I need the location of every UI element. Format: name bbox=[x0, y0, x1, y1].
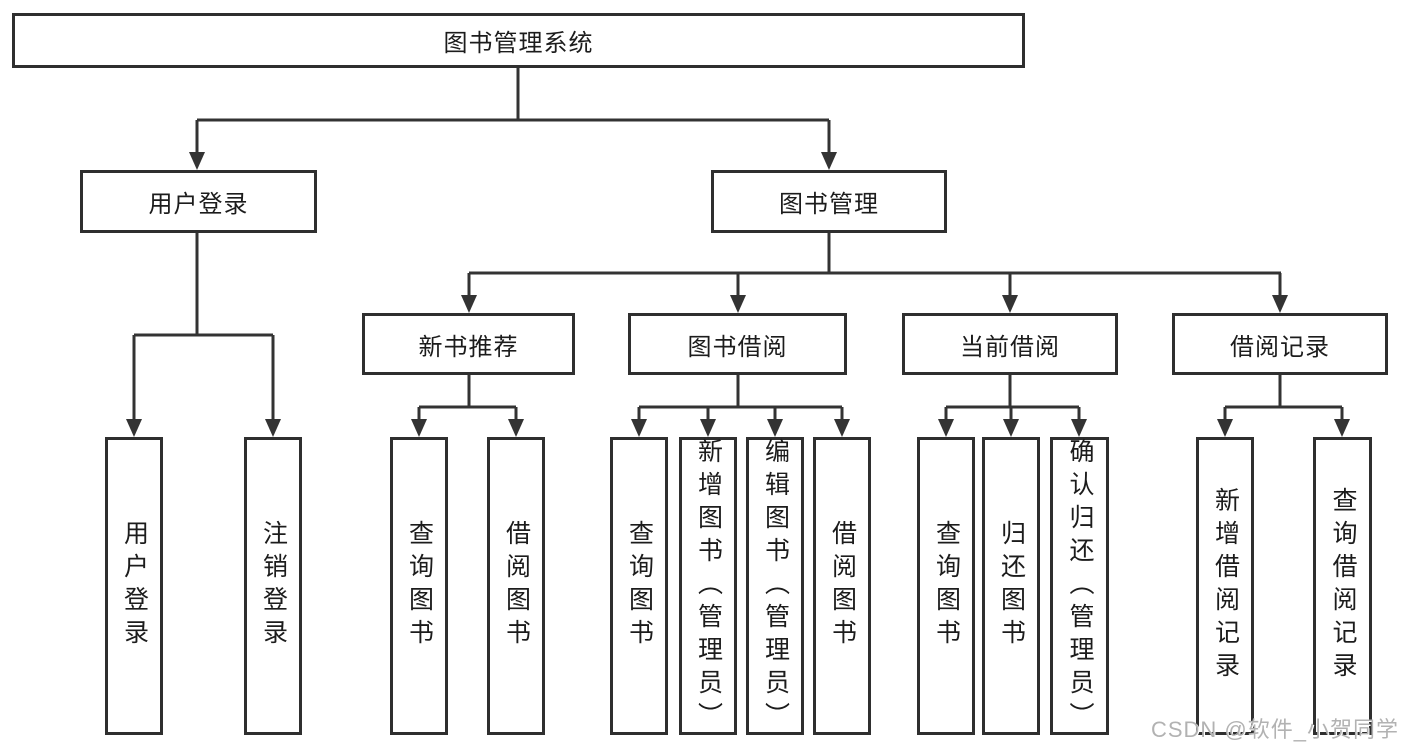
node-root: 图书管理系统 bbox=[12, 13, 1025, 68]
node-book-management: 图书管理 bbox=[711, 170, 947, 233]
arrowheads bbox=[126, 152, 1350, 437]
leaf-add-borrow-record: 新增借阅记录 bbox=[1196, 437, 1254, 735]
leaf-user-login: 用户登录 bbox=[105, 437, 163, 735]
leaf-add-book-admin: 新增图书（管理员） bbox=[679, 437, 737, 735]
leaf-return-books: 归还图书 bbox=[982, 437, 1040, 735]
node-book-borrow: 图书借阅 bbox=[628, 313, 847, 375]
leaf-query-books-recommend: 查询图书 bbox=[390, 437, 448, 735]
leaf-query-books-current: 查询图书 bbox=[917, 437, 975, 735]
leaf-borrow-books: 借阅图书 bbox=[813, 437, 871, 735]
node-current-borrow: 当前借阅 bbox=[902, 313, 1118, 375]
node-borrow-records: 借阅记录 bbox=[1172, 313, 1388, 375]
leaf-edit-book-admin: 编辑图书（管理员） bbox=[746, 437, 804, 735]
leaf-query-borrow-record: 查询借阅记录 bbox=[1313, 437, 1372, 735]
connector-paths bbox=[132, 68, 1344, 421]
node-user-login: 用户登录 bbox=[80, 170, 317, 233]
watermark-text: CSDN @软件_小贺同学 bbox=[1150, 717, 1399, 742]
node-new-book-recommend: 新书推荐 bbox=[362, 313, 575, 375]
leaf-confirm-return-admin: 确认归还（管理员） bbox=[1050, 437, 1109, 735]
leaf-borrow-books-recommend: 借阅图书 bbox=[487, 437, 545, 735]
leaf-logout: 注销登录 bbox=[244, 437, 302, 735]
leaf-query-books-borrow: 查询图书 bbox=[610, 437, 668, 735]
